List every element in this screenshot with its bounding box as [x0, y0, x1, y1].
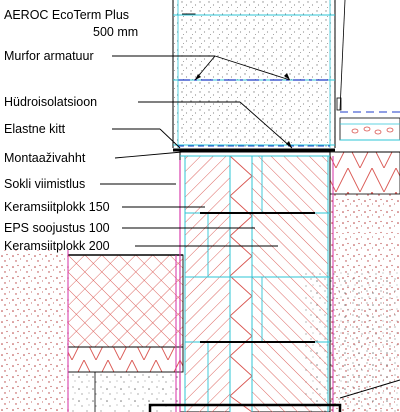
keramsiit-block-200 [252, 156, 328, 412]
eps-insulation-zigzag [229, 155, 253, 412]
left-zigzag-layer [67, 346, 184, 373]
label-elastic-sealant: Elastne kitt [4, 122, 66, 136]
sand-layer-right [330, 194, 400, 234]
leader-lines [100, 13, 293, 247]
label-mounting-foam: Montaaživahht [4, 151, 86, 165]
label-keramsiit-200: Keramsiitplokk 200 [4, 239, 110, 253]
left-ground-crosshatch [67, 254, 184, 348]
eps-insulation [230, 156, 252, 412]
label-murfor: Murfor armatuur [4, 49, 94, 63]
left-soil-speckle [0, 250, 70, 412]
paving-stones [351, 126, 394, 135]
insulation-zigzag-right [329, 151, 400, 195]
label-aeroc-size: 500 mm [93, 25, 138, 39]
label-eps-insulation: EPS soojustus 100 [4, 221, 110, 235]
keramsiit-block-150 [185, 156, 230, 412]
label-aeroc: AEROC EcoTerm Plus [4, 8, 129, 22]
label-keramsiit-150: Keramsiitplokk 150 [4, 200, 110, 214]
label-plinth-finish: Sokli viimistlus [4, 177, 85, 191]
label-hydroisolation: Hüdroisolatsioon [4, 95, 97, 109]
reinforcement-bars [200, 212, 315, 343]
footing [148, 403, 342, 412]
drip-edge [336, 97, 342, 111]
aeroc-block-wall [173, 0, 335, 148]
